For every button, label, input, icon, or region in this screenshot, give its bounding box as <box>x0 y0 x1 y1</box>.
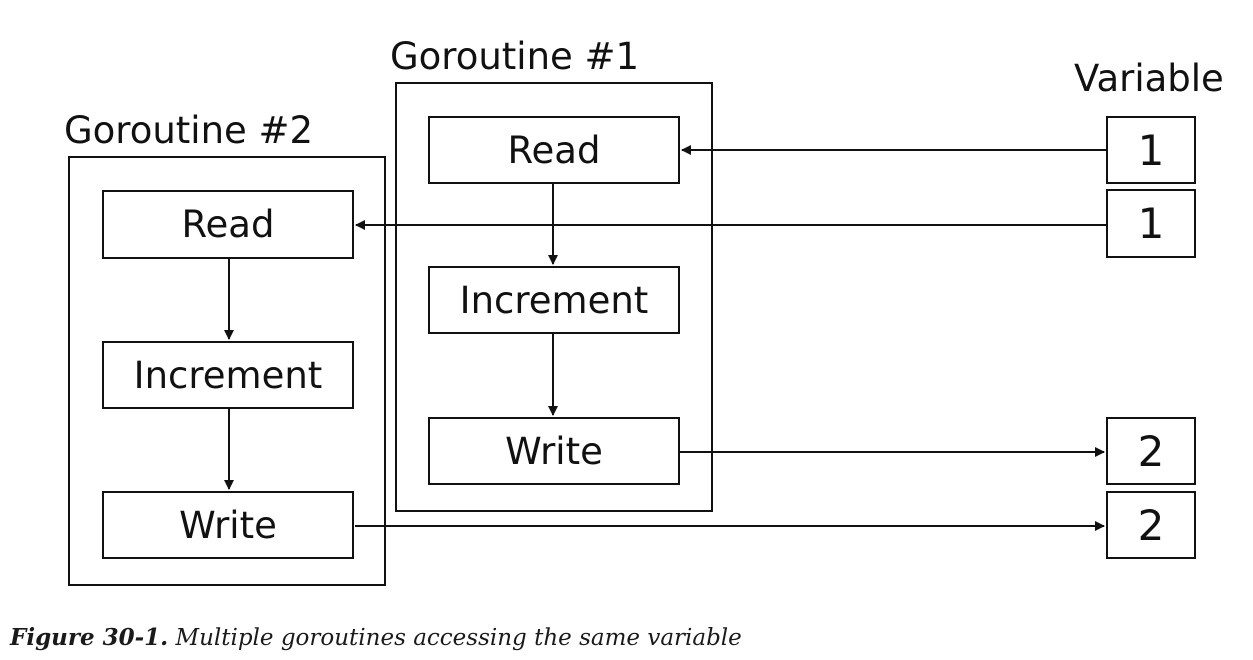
goroutine-2-frame <box>68 156 386 586</box>
variable-value-box: 2 <box>1106 491 1196 559</box>
goroutine-1-increment-step: Increment <box>428 266 680 334</box>
goroutine-1-frame <box>395 82 713 512</box>
figure-caption: Figure 30-1. Multiple goroutines accessi… <box>10 624 742 651</box>
variable-value-box: 1 <box>1106 116 1196 184</box>
figure-number: Figure 30-1. <box>10 624 169 651</box>
figure-caption-text: Multiple goroutines accessing the same v… <box>175 625 742 651</box>
goroutine-2-write-step: Write <box>102 491 354 559</box>
goroutine-1-title: Goroutine #1 <box>390 35 640 78</box>
goroutine-2-increment-step: Increment <box>102 341 354 409</box>
goroutine-2-title: Goroutine #2 <box>64 109 314 152</box>
goroutine-2-read-step: Read <box>102 190 354 259</box>
goroutine-1-read-step: Read <box>428 116 680 184</box>
diagram: Goroutine #1 Read Increment Write Gorout… <box>64 35 1224 586</box>
variable-title: Variable <box>1074 57 1224 100</box>
variable-value-box: 1 <box>1106 189 1196 258</box>
variable-value-box: 2 <box>1106 417 1196 485</box>
goroutine-1-write-step: Write <box>428 417 680 485</box>
arrows-layer <box>224 145 1106 531</box>
